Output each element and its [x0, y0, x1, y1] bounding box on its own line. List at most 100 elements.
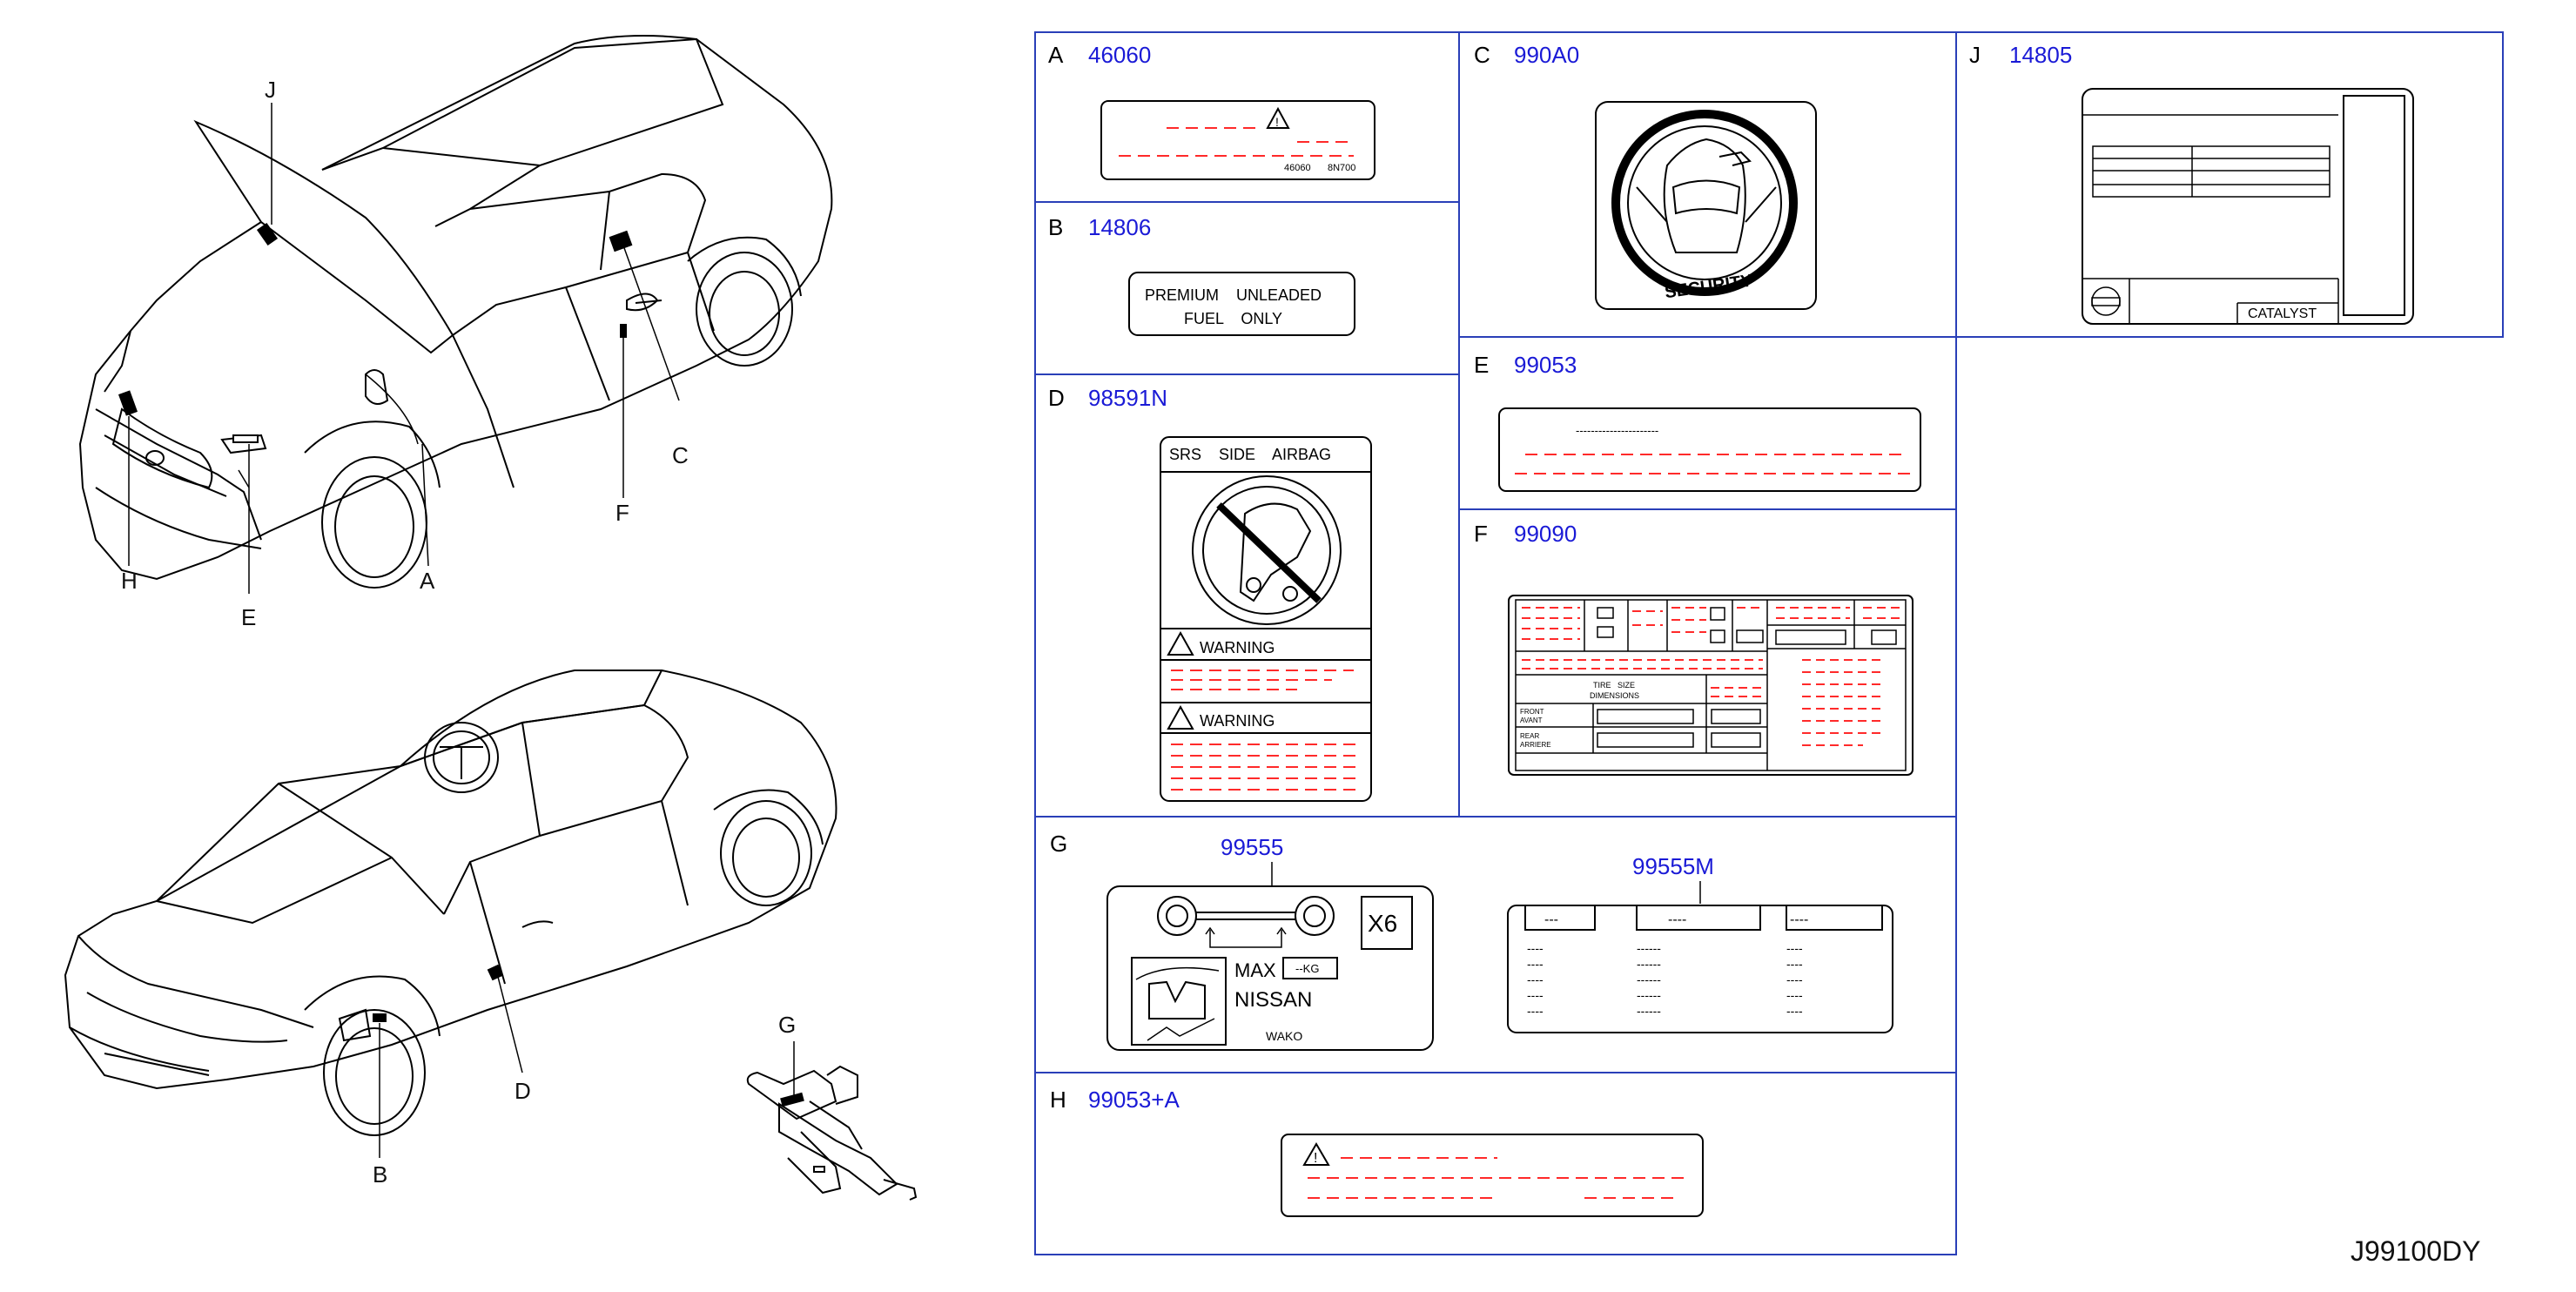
cell-D-title: SRS SIDE AIRBAG	[1169, 446, 1331, 463]
no-child-seat-icon	[1192, 475, 1342, 625]
svg-text:----: ----	[1527, 941, 1544, 955]
cell-G-letter: G	[1050, 831, 1067, 857]
cell-F-rear: REAR	[1520, 732, 1539, 740]
cell-F-part-number: 99090	[1514, 521, 1577, 547]
cell-B-line2: FUEL ONLY	[1184, 310, 1282, 327]
svg-text:------: ------	[1637, 1004, 1661, 1018]
bottom-car-illustration	[64, 670, 837, 1136]
cell-E-part-number: 99053	[1514, 352, 1577, 378]
warning-triangle-icon	[1167, 630, 1194, 656]
cell-G-hdr3: ----	[1790, 912, 1808, 927]
svg-text:------: ------	[1637, 988, 1661, 1002]
cell-J-part-number: 14805	[2009, 42, 2072, 68]
svg-text:!: !	[1275, 115, 1279, 129]
diagram-code: J99100DY	[2351, 1235, 2480, 1267]
cell-B-line1: PREMIUM UNLEADED	[1145, 286, 1322, 304]
security-emblem-icon	[1611, 110, 1798, 296]
cell-B-letter: B	[1048, 214, 1063, 240]
cell-G: G 99555 99555M X6 MAX --KG NISSAN WAKO -…	[1050, 831, 1893, 1051]
top-car-label-patches	[118, 222, 633, 443]
cell-H-part-number: 99053+A	[1088, 1087, 1180, 1113]
cell-J-catalyst: CATALYST	[2248, 306, 2317, 321]
nissan-logo-icon	[2091, 286, 2121, 316]
cell-F-arriere: ARRIERE	[1520, 741, 1551, 749]
cell-G-part-number-a: 99555	[1221, 834, 1283, 860]
callout-J: J	[265, 77, 276, 103]
cell-D-warning-2: WARNING	[1200, 712, 1275, 730]
svg-text:------: ------	[1637, 972, 1661, 986]
cell-B-part-number: 14806	[1088, 214, 1151, 240]
callout-D: D	[515, 1078, 531, 1104]
cell-G-wako: WAKO	[1266, 1029, 1302, 1043]
cell-H: H 99053+A !	[1050, 1087, 1704, 1217]
cell-A-small-code-a: 46060	[1284, 163, 1311, 173]
cell-B: B 14806 PREMIUM UNLEADED FUEL ONLY	[1048, 214, 1355, 336]
cell-G-label-b	[1507, 905, 1893, 1033]
callout-G: G	[778, 1012, 796, 1038]
bottom-car-label-patches	[373, 964, 504, 1022]
jack-icon	[1148, 980, 1206, 1019]
callout-H: H	[121, 568, 138, 594]
wheel-icon	[1157, 896, 1197, 936]
callout-B: B	[373, 1161, 387, 1188]
cell-C-part-number: 990A0	[1514, 42, 1579, 68]
svg-text:----: ----	[1786, 972, 1803, 986]
svg-text:----: ----	[1786, 957, 1803, 971]
cell-G-x6: X6	[1368, 910, 1397, 937]
cell-G-kg: --KG	[1295, 962, 1319, 975]
cell-H-label	[1281, 1134, 1704, 1217]
cell-G-part-number-b: 99555M	[1632, 853, 1714, 879]
wheel-icon	[1295, 896, 1335, 936]
cell-A-part-number: 46060	[1088, 42, 1151, 68]
cell-D-part-number: 98591N	[1088, 385, 1167, 411]
cell-J-label	[2082, 88, 2414, 325]
callout-F: F	[615, 500, 629, 526]
svg-text:----: ----	[1786, 1004, 1803, 1018]
top-car-callout-labels: J C F A H E	[121, 77, 689, 630]
svg-text:----: ----	[1527, 957, 1544, 971]
callout-E: E	[241, 604, 256, 630]
warning-triangle-icon	[1167, 704, 1194, 730]
bottom-car-callout-labels: D B G	[373, 1012, 796, 1188]
cell-E-letter: E	[1474, 352, 1489, 378]
callout-A: A	[420, 568, 435, 594]
svg-text:----: ----	[1786, 941, 1803, 955]
cell-G-hdr1: ---	[1544, 912, 1558, 927]
cell-D-letter: D	[1048, 385, 1065, 411]
top-car-illustration	[78, 35, 833, 589]
cell-G-hdr2: ----	[1668, 912, 1686, 927]
cell-C-label	[1595, 101, 1817, 310]
svg-text:----: ----	[1527, 972, 1544, 986]
cell-E: E 99053 ----------------------	[1474, 352, 1921, 492]
cell-F-avant: AVANT	[1520, 717, 1543, 724]
jack-label-patch	[780, 1092, 804, 1107]
cell-G-nissan: NISSAN	[1234, 988, 1312, 1012]
jack-illustration	[746, 1065, 918, 1201]
bottom-car-leader-lines	[379, 976, 523, 1158]
label-table-grid	[1034, 31, 2504, 1255]
svg-text:----: ----	[1786, 988, 1803, 1002]
cell-D-label	[1160, 436, 1372, 802]
svg-text:!: !	[1314, 1151, 1317, 1166]
cell-A-small-code-b: 8N700	[1328, 163, 1355, 173]
cell-F: F 99090 TIRE SIZE DIMENSIONS FRONT AVA	[1474, 521, 1914, 776]
cell-C-badge: SECURITY	[1664, 271, 1754, 302]
cell-B-label	[1128, 272, 1355, 336]
cell-J: J 14805 CATALYST	[1969, 42, 2414, 325]
cell-F-front: FRONT	[1520, 708, 1544, 716]
cell-A-label	[1100, 100, 1375, 180]
cell-F-label	[1508, 595, 1914, 776]
cell-G-label-a	[1106, 885, 1434, 1051]
cell-E-label	[1498, 407, 1921, 492]
cell-D: D 98591N SRS SIDE AIRBAG WARNING WARNING	[1048, 385, 1372, 802]
warning-triangle-icon	[1302, 1142, 1330, 1166]
cell-F-dims: DIMENSIONS	[1590, 691, 1639, 700]
cell-J-letter: J	[1969, 42, 1981, 68]
svg-text:------: ------	[1637, 941, 1661, 955]
cell-C-letter: C	[1474, 42, 1490, 68]
svg-text:----: ----	[1527, 1004, 1544, 1018]
top-car-leader-lines	[128, 103, 680, 594]
cell-D-warning-1: WARNING	[1200, 639, 1275, 656]
cell-A: A 46060 ! 46060 8N700	[1048, 42, 1375, 180]
cell-E-dashes: ----------------------	[1576, 424, 1658, 437]
